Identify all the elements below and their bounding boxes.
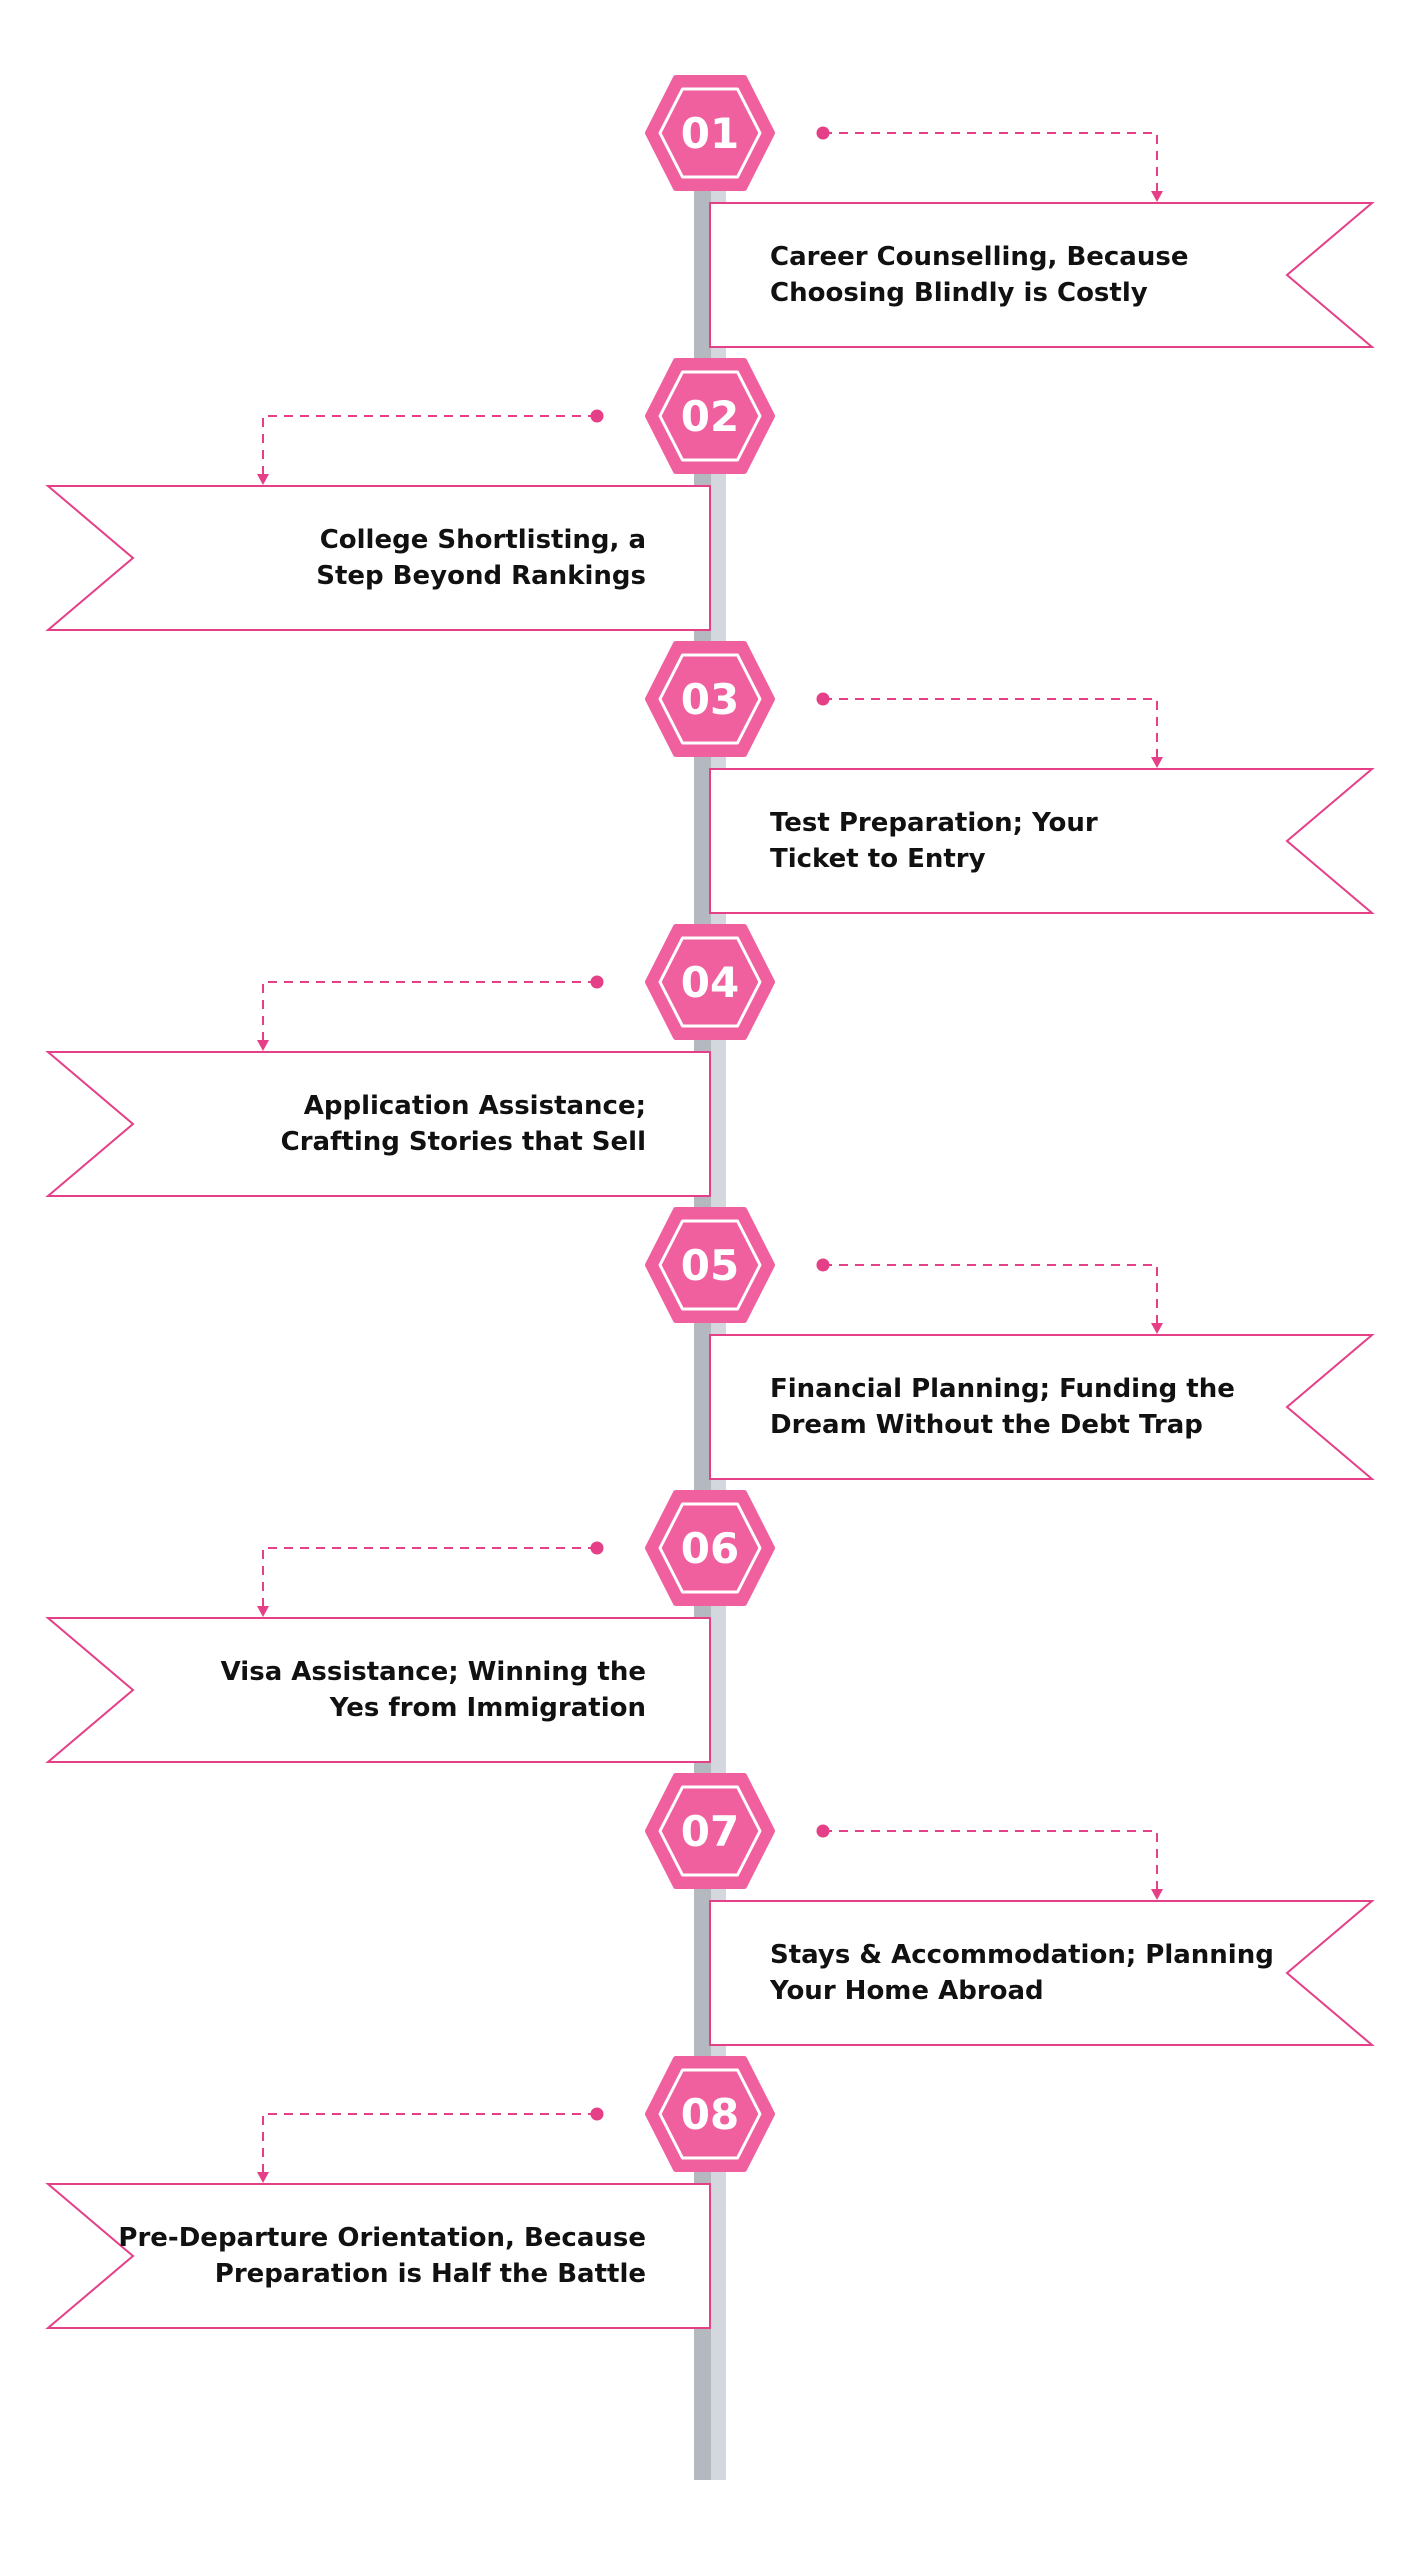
badge-hexagon <box>645 924 775 1040</box>
badge-inner-outline <box>658 370 762 462</box>
badge-number: 05 <box>681 1241 739 1290</box>
step-label-line1: Test Preparation; Your <box>770 808 1098 838</box>
connector-line <box>823 1830 1158 1891</box>
badge-hexagon <box>645 641 775 757</box>
badge-hexagon <box>645 1207 775 1323</box>
banner-04 <box>45 1051 711 1197</box>
badge-number: 08 <box>681 2090 739 2139</box>
badge-07: 07 <box>645 1773 775 1889</box>
badge-inner-outline <box>658 1785 762 1877</box>
badge-inner-outline <box>658 87 762 179</box>
badge-inner-outline <box>658 2068 762 2160</box>
step-label-line1: Stays & Accommodation; Planning <box>770 1940 1274 1970</box>
step-label-line1: Career Counselling, Because <box>770 242 1189 272</box>
connector-line <box>262 1547 597 1608</box>
badge-02: 02 <box>645 358 775 474</box>
badge-hexagon <box>645 1490 775 1606</box>
badge-hexagon <box>645 75 775 191</box>
badge-hexagon <box>645 2056 775 2172</box>
step-label-line2: Choosing Blindly is Costly <box>770 278 1148 308</box>
connector-arrow <box>1151 1323 1163 1334</box>
badge-04: 04 <box>645 924 775 1040</box>
badge-hexagon <box>645 1773 775 1889</box>
badge-inner-outline <box>658 1219 762 1311</box>
connector-arrow <box>257 1606 269 1617</box>
connector-line <box>262 981 597 1042</box>
connector-arrow <box>1151 191 1163 202</box>
badge-06: 06 <box>645 1490 775 1606</box>
step-label-line2: Ticket to Entry <box>770 844 986 874</box>
banner-07 <box>709 1900 1375 2046</box>
badge-number: 07 <box>681 1807 739 1856</box>
badge-number: 03 <box>681 675 739 724</box>
connector-line <box>823 698 1158 759</box>
badge-inner-outline <box>658 653 762 745</box>
banner-05 <box>709 1334 1375 1480</box>
step-badges: 01 02 03 04 05 06 07 08 <box>645 75 775 2172</box>
banner-03 <box>709 768 1375 914</box>
step-label-line1: Visa Assistance; Winning the <box>220 1657 646 1687</box>
banner-02 <box>45 485 711 631</box>
banner-06 <box>45 1617 711 1763</box>
banner-01 <box>709 202 1375 348</box>
connectors <box>257 126 1163 2183</box>
connector-08 <box>257 2107 604 2183</box>
connector-arrow <box>257 474 269 485</box>
connector-03 <box>816 692 1163 768</box>
badge-03: 03 <box>645 641 775 757</box>
badge-05: 05 <box>645 1207 775 1323</box>
badge-number: 01 <box>681 109 739 158</box>
step-label-line1: Application Assistance; <box>303 1091 646 1121</box>
banner-08 <box>45 2183 711 2329</box>
connector-line <box>823 1264 1158 1325</box>
connector-arrow <box>1151 1889 1163 1900</box>
connector-02 <box>257 409 604 485</box>
step-label-line2: Crafting Stories that Sell <box>280 1127 646 1157</box>
badge-inner-outline <box>658 1502 762 1594</box>
banners <box>45 202 1375 2329</box>
connector-06 <box>257 1541 604 1617</box>
badge-number: 04 <box>681 958 739 1007</box>
badge-01: 01 <box>645 75 775 191</box>
badge-hexagon <box>645 358 775 474</box>
connector-arrow <box>257 2172 269 2183</box>
badge-number: 06 <box>681 1524 739 1573</box>
step-label-line1: Financial Planning; Funding the <box>770 1374 1235 1404</box>
step-label-line2: Step Beyond Rankings <box>316 561 646 591</box>
step-label-04: Application Assistance; Crafting Stories … <box>281 1088 646 1160</box>
connector-arrow <box>1151 757 1163 768</box>
badge-inner-outline <box>658 936 762 1028</box>
connector-line <box>262 2113 597 2174</box>
step-label-line2: Yes from Immigration <box>329 1693 646 1723</box>
connector-05 <box>816 1258 1163 1334</box>
badge-number: 02 <box>681 392 739 441</box>
step-label-line2: Your Home Abroad <box>770 1976 1044 2006</box>
connector-arrow <box>257 1040 269 1051</box>
connector-07 <box>816 1824 1163 1900</box>
connector-line <box>262 415 597 476</box>
step-label-02: College Shortlisting, a Step Beyond Ranki… <box>316 522 646 594</box>
connector-01 <box>816 126 1163 202</box>
step-label-line1: College Shortlisting, a <box>319 525 646 555</box>
step-label-line1: Pre-Departure Orientation, Because <box>118 2223 646 2253</box>
connector-line <box>823 132 1158 193</box>
step-label-line2: Preparation is Half the Battle <box>214 2259 646 2289</box>
connector-04 <box>257 975 604 1051</box>
step-label-line2: Dream Without the Debt Trap <box>770 1410 1203 1440</box>
badge-08: 08 <box>645 2056 775 2172</box>
